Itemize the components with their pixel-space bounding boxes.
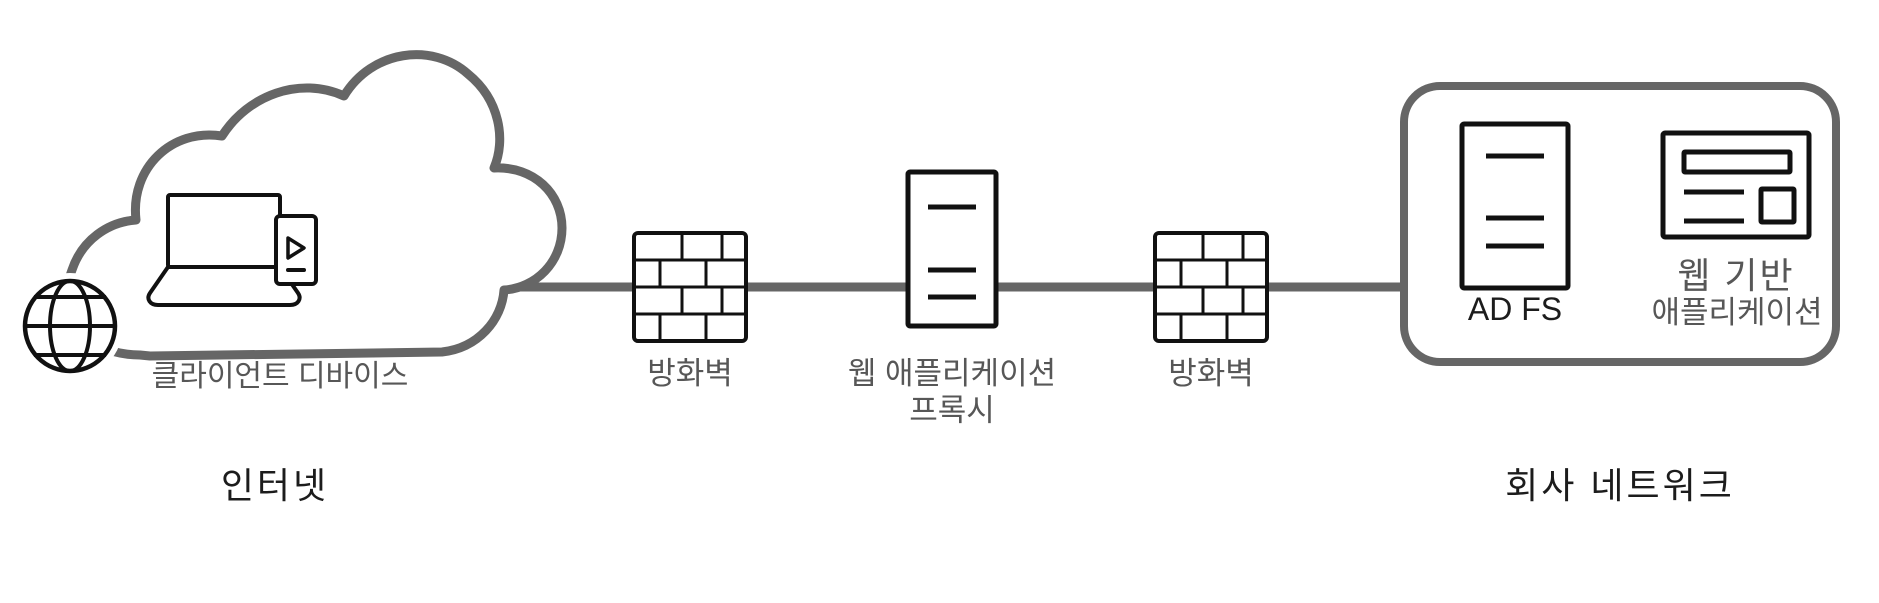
laptop-icon [146,193,302,307]
mobile-device-icon [274,214,318,286]
play-triangle-icon [286,236,306,260]
internet-cloud-group [63,50,567,361]
firewall-brick-icon-1 [632,231,748,343]
globe-icon [17,273,123,379]
cloud-shape [63,50,567,361]
web-application-proxy-icon [905,169,999,329]
browser-address-bar [1681,149,1793,175]
browser-window-icon [1660,130,1812,240]
ad-fs-server-icon [1459,121,1571,291]
firewall-brick-icon-2 [1153,231,1269,343]
proxy-server-body [905,169,999,329]
laptop-screen [166,193,282,269]
laptop-base [146,265,302,307]
ad-fs-server-body [1459,121,1571,291]
browser-content-thumbnail [1758,186,1797,225]
